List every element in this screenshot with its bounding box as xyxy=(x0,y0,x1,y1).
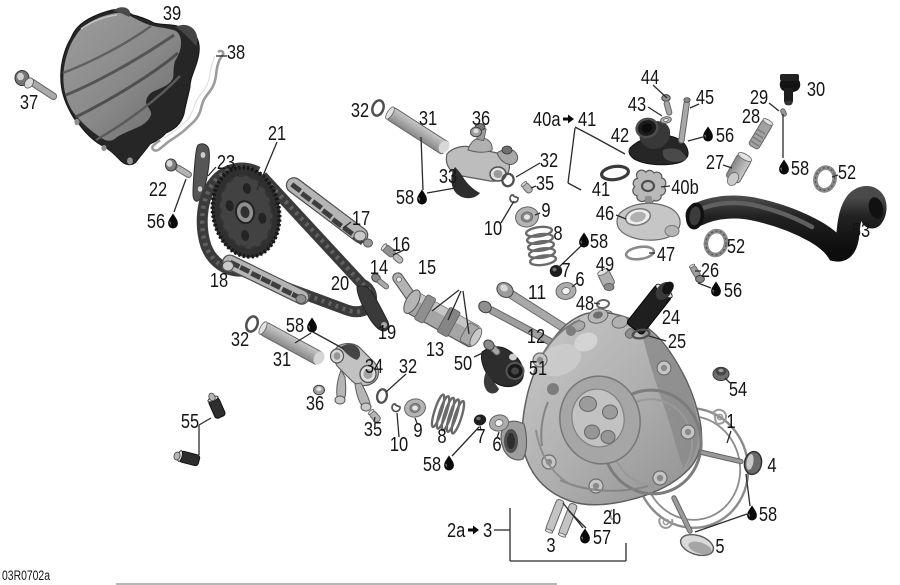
svg-text:4: 4 xyxy=(767,455,776,477)
svg-text:40b: 40b xyxy=(671,177,699,199)
svg-text:14: 14 xyxy=(370,257,388,279)
svg-text:15: 15 xyxy=(418,257,436,279)
svg-text:41: 41 xyxy=(592,179,610,201)
svg-text:55: 55 xyxy=(181,411,199,433)
svg-text:7: 7 xyxy=(476,426,485,448)
svg-text:45: 45 xyxy=(696,87,714,109)
svg-text:56: 56 xyxy=(716,125,734,147)
svg-text:40a: 40a xyxy=(533,109,561,131)
svg-text:53: 53 xyxy=(852,220,870,242)
svg-text:58: 58 xyxy=(396,187,414,209)
svg-text:36: 36 xyxy=(472,108,490,130)
svg-text:32: 32 xyxy=(231,329,249,351)
svg-text:24: 24 xyxy=(662,307,680,329)
svg-text:32: 32 xyxy=(399,356,417,378)
svg-text:30: 30 xyxy=(807,79,825,101)
svg-text:29: 29 xyxy=(750,87,768,109)
svg-text:16: 16 xyxy=(392,234,410,256)
svg-text:33: 33 xyxy=(439,166,457,188)
svg-text:56: 56 xyxy=(147,211,165,233)
svg-text:27: 27 xyxy=(706,152,724,174)
svg-text:43: 43 xyxy=(628,94,646,116)
svg-text:32: 32 xyxy=(540,150,558,172)
svg-text:34: 34 xyxy=(365,356,383,378)
svg-text:50: 50 xyxy=(454,353,472,375)
svg-text:36: 36 xyxy=(306,393,324,415)
svg-text:10: 10 xyxy=(390,434,408,456)
svg-text:20: 20 xyxy=(331,273,349,295)
svg-text:2b: 2b xyxy=(603,507,621,529)
svg-text:39: 39 xyxy=(163,3,181,25)
svg-text:11: 11 xyxy=(528,282,546,304)
svg-text:49: 49 xyxy=(596,254,614,276)
svg-text:37: 37 xyxy=(20,92,38,114)
svg-text:44: 44 xyxy=(641,67,659,89)
svg-text:3: 3 xyxy=(546,535,555,557)
svg-text:1: 1 xyxy=(726,411,735,433)
svg-text:58: 58 xyxy=(791,158,809,180)
svg-text:58: 58 xyxy=(423,454,441,476)
svg-text:2a: 2a xyxy=(447,520,466,542)
svg-text:23: 23 xyxy=(217,152,235,174)
svg-text:46: 46 xyxy=(596,203,614,225)
svg-text:51: 51 xyxy=(529,358,547,380)
svg-text:6: 6 xyxy=(575,269,584,291)
svg-text:52: 52 xyxy=(838,162,856,184)
svg-text:52: 52 xyxy=(727,236,745,258)
svg-text:18: 18 xyxy=(210,270,228,292)
svg-text:22: 22 xyxy=(149,179,167,201)
svg-text:41: 41 xyxy=(578,109,596,131)
svg-text:47: 47 xyxy=(657,244,675,266)
svg-text:9: 9 xyxy=(541,200,550,222)
svg-text:8: 8 xyxy=(437,426,446,448)
svg-text:32: 32 xyxy=(351,100,369,122)
svg-text:3: 3 xyxy=(483,520,492,542)
svg-text:57: 57 xyxy=(593,527,611,549)
svg-text:9: 9 xyxy=(413,420,422,442)
svg-text:35: 35 xyxy=(364,419,382,441)
svg-text:26: 26 xyxy=(701,260,719,282)
svg-text:21: 21 xyxy=(268,123,286,145)
svg-text:03R0702a: 03R0702a xyxy=(2,568,50,583)
svg-text:35: 35 xyxy=(536,173,554,195)
svg-text:42: 42 xyxy=(611,125,629,147)
svg-text:25: 25 xyxy=(668,331,686,353)
svg-text:38: 38 xyxy=(227,42,245,64)
svg-text:5: 5 xyxy=(715,536,724,558)
svg-text:28: 28 xyxy=(742,106,760,128)
svg-text:54: 54 xyxy=(729,379,747,401)
svg-text:58: 58 xyxy=(759,504,777,526)
svg-text:12: 12 xyxy=(527,326,545,348)
svg-text:17: 17 xyxy=(352,208,370,230)
svg-text:10: 10 xyxy=(484,218,502,240)
svg-text:58: 58 xyxy=(590,231,608,253)
svg-text:8: 8 xyxy=(553,223,562,245)
svg-text:6: 6 xyxy=(492,434,501,456)
svg-text:13: 13 xyxy=(426,339,444,361)
svg-text:58: 58 xyxy=(286,315,304,337)
svg-text:56: 56 xyxy=(724,280,742,302)
svg-text:31: 31 xyxy=(419,108,437,130)
svg-text:48: 48 xyxy=(576,293,594,315)
svg-text:19: 19 xyxy=(378,322,396,344)
svg-text:7: 7 xyxy=(561,260,570,282)
svg-text:31: 31 xyxy=(273,349,291,371)
